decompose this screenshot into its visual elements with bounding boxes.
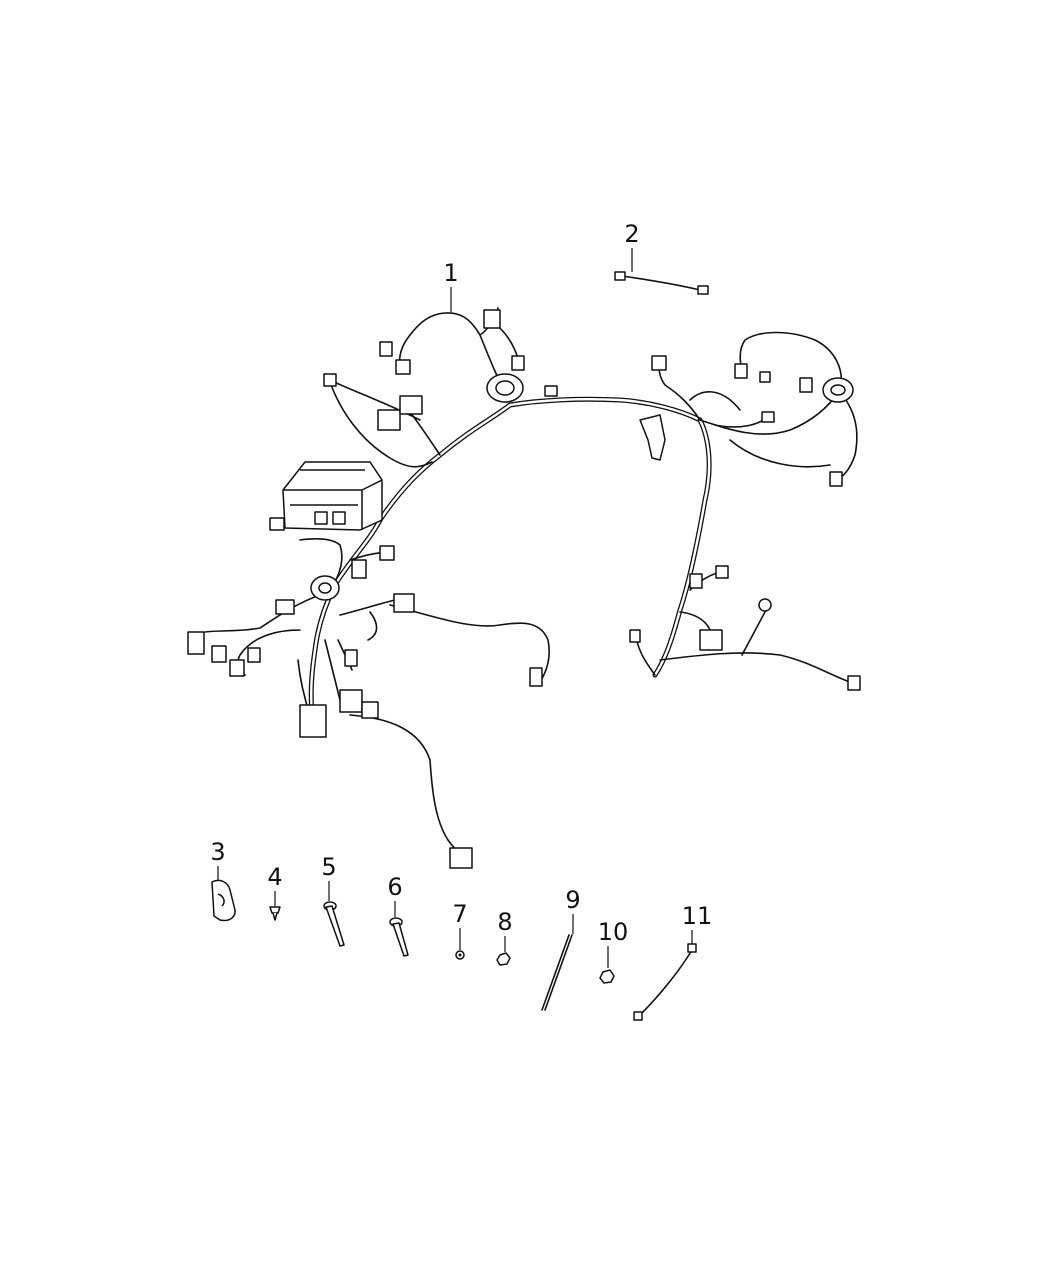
callout-label-8: 8 (497, 908, 512, 936)
callout-2: 2 (624, 220, 640, 272)
wiring-harness-assembly (187, 307, 861, 869)
tie-strap (541, 934, 573, 1011)
bolt-short (389, 917, 409, 957)
connector (299, 704, 327, 738)
connector (544, 385, 558, 397)
connector (761, 411, 775, 423)
callout-4: 4 (267, 863, 283, 906)
connector (393, 593, 415, 613)
connector (399, 395, 423, 415)
callout-label-11: 11 (682, 902, 713, 930)
callout-label-3: 3 (210, 838, 225, 866)
nut (496, 952, 511, 966)
connector (211, 645, 227, 663)
connector (323, 373, 337, 387)
harness-grommet (310, 575, 340, 601)
connector (247, 647, 261, 663)
jumper-wire (614, 271, 709, 295)
callout-3: 3 (210, 838, 226, 880)
connector (483, 309, 501, 329)
ring-terminal (758, 598, 772, 612)
connector (449, 847, 473, 869)
connector (734, 363, 748, 379)
connector (344, 649, 358, 667)
connector (689, 573, 703, 589)
callout-7: 7 (452, 900, 468, 950)
connector (275, 599, 295, 615)
connector (651, 355, 667, 371)
nut-flanged (599, 969, 615, 984)
power-distribution-box (269, 461, 383, 531)
callout-8: 8 (497, 908, 513, 952)
retainer-bracket (211, 879, 236, 922)
connector (799, 377, 813, 393)
connector (361, 701, 379, 719)
connector (759, 371, 771, 383)
connector (847, 675, 861, 691)
callout-label-4: 4 (267, 863, 282, 891)
connector (829, 471, 843, 487)
connector (529, 667, 543, 687)
callout-label-6: 6 (387, 873, 402, 901)
callout-label-2: 2 (624, 220, 639, 248)
bolt-long (323, 901, 345, 947)
callout-label-10: 10 (598, 918, 629, 946)
connector (339, 689, 363, 713)
ground-wire (633, 943, 697, 1021)
callout-11: 11 (682, 902, 713, 944)
connector (379, 341, 393, 357)
connector (629, 629, 641, 643)
connector (511, 355, 525, 371)
connector (229, 659, 245, 677)
connector (379, 545, 395, 561)
connector (395, 359, 411, 375)
connector (377, 409, 401, 431)
callout-9: 9 (565, 886, 581, 934)
connector (699, 629, 723, 651)
harness-bracket (639, 414, 666, 461)
callout-5: 5 (321, 853, 337, 901)
callout-label-1: 1 (443, 259, 458, 287)
connector (351, 559, 367, 579)
washer (455, 950, 465, 960)
harness-connectors (187, 309, 861, 869)
connector (187, 631, 205, 655)
push-pin-clip (269, 906, 281, 921)
callout-label-7: 7 (452, 900, 467, 928)
callout-label-9: 9 (565, 886, 580, 914)
callout-6: 6 (387, 873, 403, 917)
callout-10: 10 (598, 918, 629, 968)
callout-1: 1 (443, 259, 459, 312)
harness-grommet (822, 377, 854, 403)
connector (715, 565, 729, 579)
callout-label-5: 5 (321, 853, 336, 881)
harness-grommet (486, 373, 524, 403)
